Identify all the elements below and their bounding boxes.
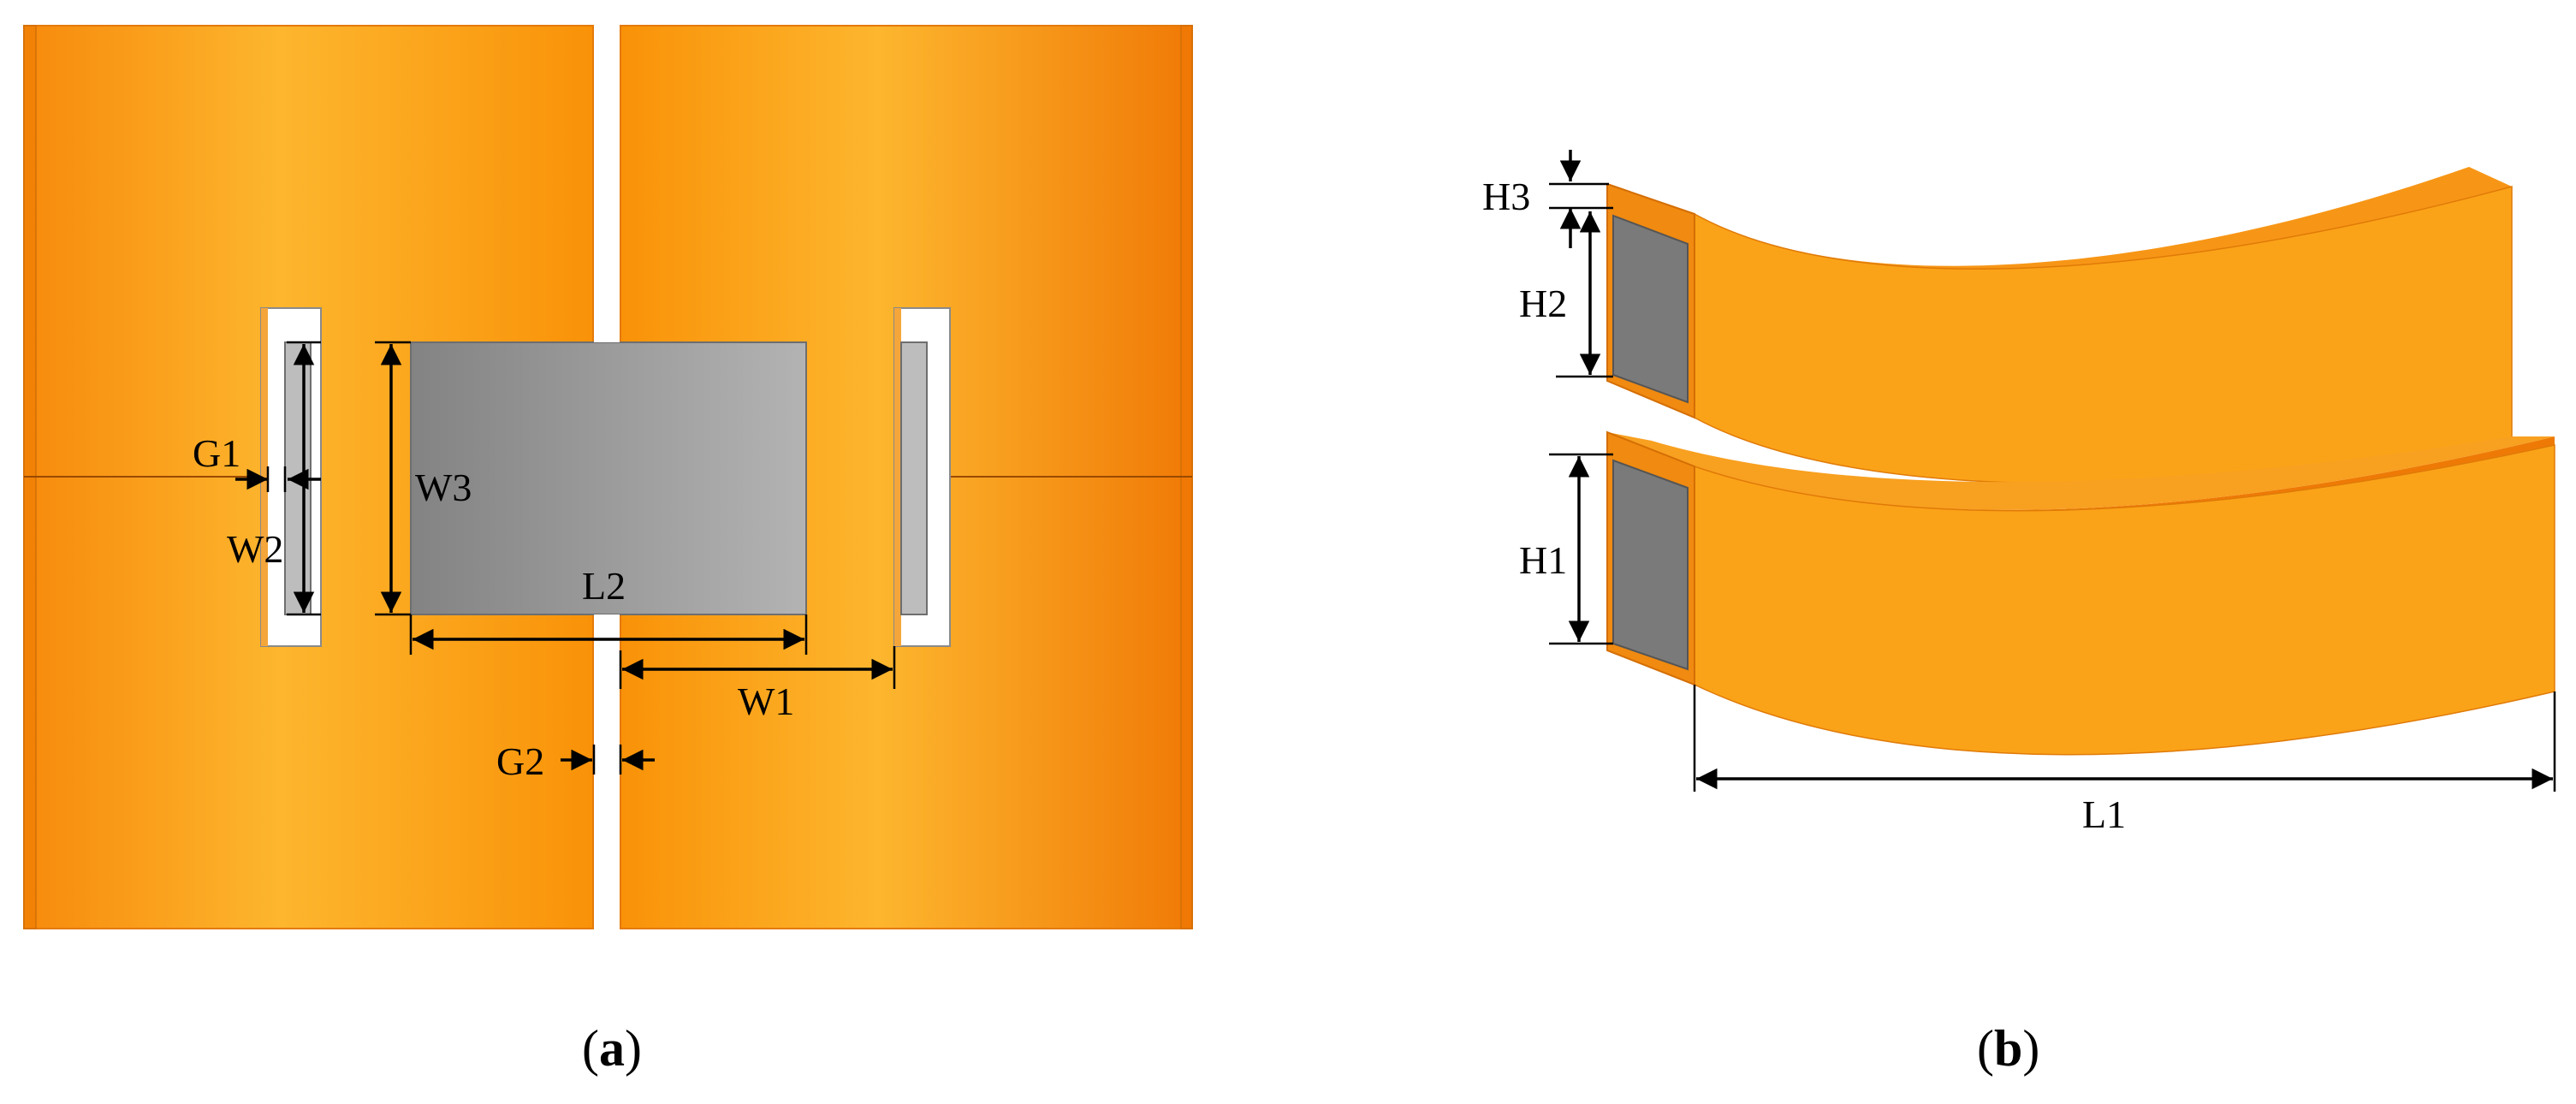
caption-a-letter: a (599, 1020, 625, 1077)
w1-label: W1 (738, 680, 794, 723)
caption-b: (b) (1977, 1020, 2039, 1077)
caption-a-close: ) (625, 1020, 642, 1077)
right-slot-edge (894, 308, 901, 646)
lower-electrode (1612, 459, 1689, 671)
h3-label: H3 (1482, 175, 1530, 218)
g2-label: G2 (496, 739, 544, 783)
lower-strip-top (1607, 432, 2555, 510)
upper-strip-front (1694, 186, 2513, 484)
w3-label: W3 (415, 466, 472, 509)
caption-b-open: ( (1977, 1020, 1994, 1077)
caption-a-open: ( (582, 1020, 599, 1077)
h1-label: H1 (1519, 538, 1567, 582)
panel-gap-lower (594, 614, 620, 929)
panel-a-top-view: G1 W2 W3 L2 W1 G2 (a) (23, 25, 1193, 1077)
upper-electrode (1612, 214, 1689, 404)
central-electrode (410, 341, 807, 615)
caption-a: (a) (582, 1020, 642, 1077)
l1-label: L1 (2082, 792, 2126, 836)
g1-label: G1 (193, 431, 240, 475)
panel-gap (594, 26, 620, 342)
h2-label: H2 (1519, 282, 1567, 325)
w2-label: W2 (227, 527, 283, 571)
panel-b-bent-view: H3 H2 H1 L1 (b) (1482, 150, 2556, 1077)
caption-b-letter: b (1994, 1020, 2022, 1077)
caption-b-close: ) (2022, 1020, 2039, 1077)
l2-label: L2 (582, 564, 626, 608)
right-small-electrode (900, 341, 928, 615)
